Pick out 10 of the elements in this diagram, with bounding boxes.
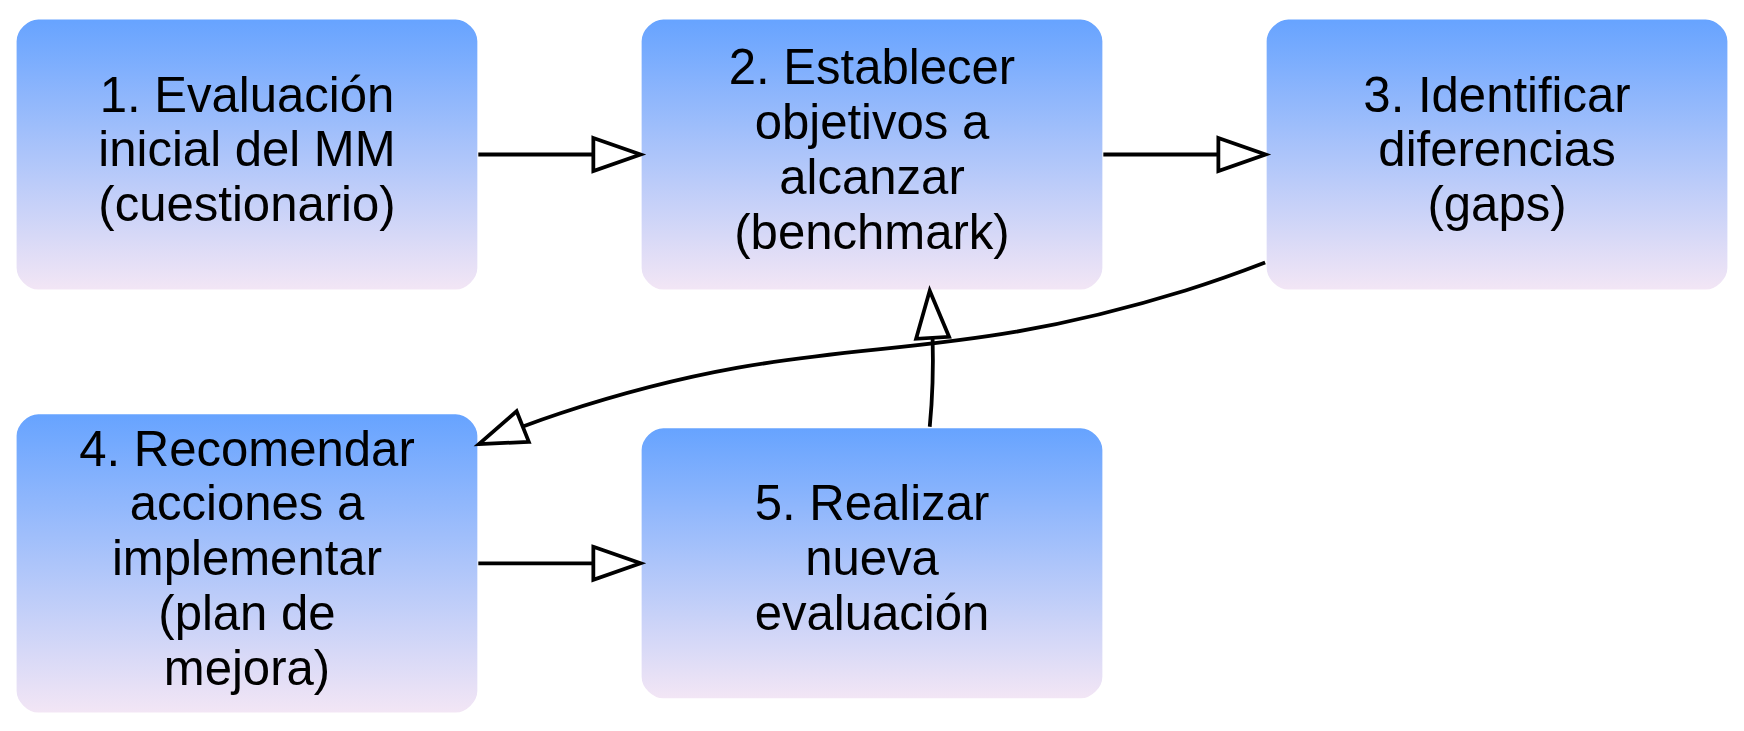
node-box: 3. Identificar diferencias (gaps) bbox=[1264, 17, 1730, 291]
node-box: 5. Realizar nueva evaluación bbox=[639, 425, 1105, 700]
arrow bbox=[1103, 134, 1272, 174]
node-box: 4. Recomendar acciones a implementar (plan de mejora) bbox=[14, 411, 480, 714]
arrow bbox=[473, 260, 1266, 446]
arrow bbox=[478, 134, 647, 174]
arrow bbox=[913, 284, 952, 427]
node-box: 1. Evaluación inicial del MM (cuestionario) bbox=[14, 17, 480, 291]
arrow bbox=[478, 543, 647, 582]
node-box: 2. Establecer objetivos a alcanzar (benchmark) bbox=[639, 17, 1105, 291]
